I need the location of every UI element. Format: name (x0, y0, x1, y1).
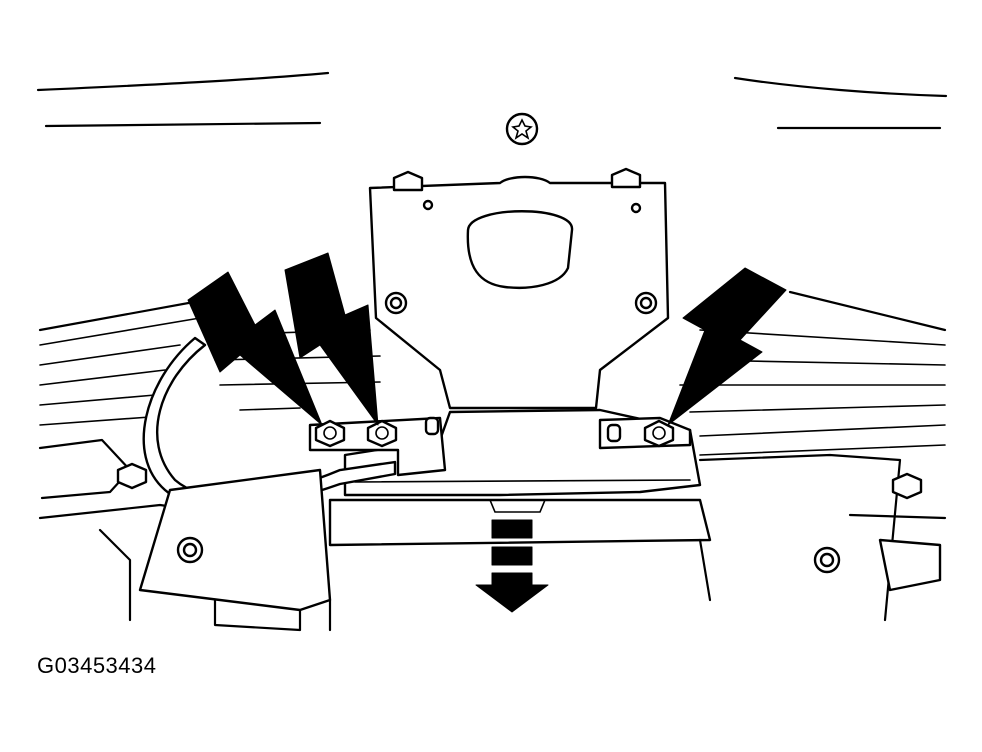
module-bolt-right (643, 419, 675, 448)
star-screw-icon (505, 112, 539, 146)
lower-structure (98, 453, 942, 632)
figure-code: G03453434 (37, 653, 157, 678)
dashed-arrow-down-icon (475, 519, 549, 613)
pointer-arrow-right (667, 267, 787, 426)
pointer-arrow-center (284, 252, 379, 426)
module-bolt-left (314, 419, 346, 448)
module-connector-pin (424, 416, 622, 443)
pointer-arrow-left (187, 271, 323, 426)
module-bolt-center (366, 419, 398, 448)
mounting-bracket (368, 167, 670, 410)
